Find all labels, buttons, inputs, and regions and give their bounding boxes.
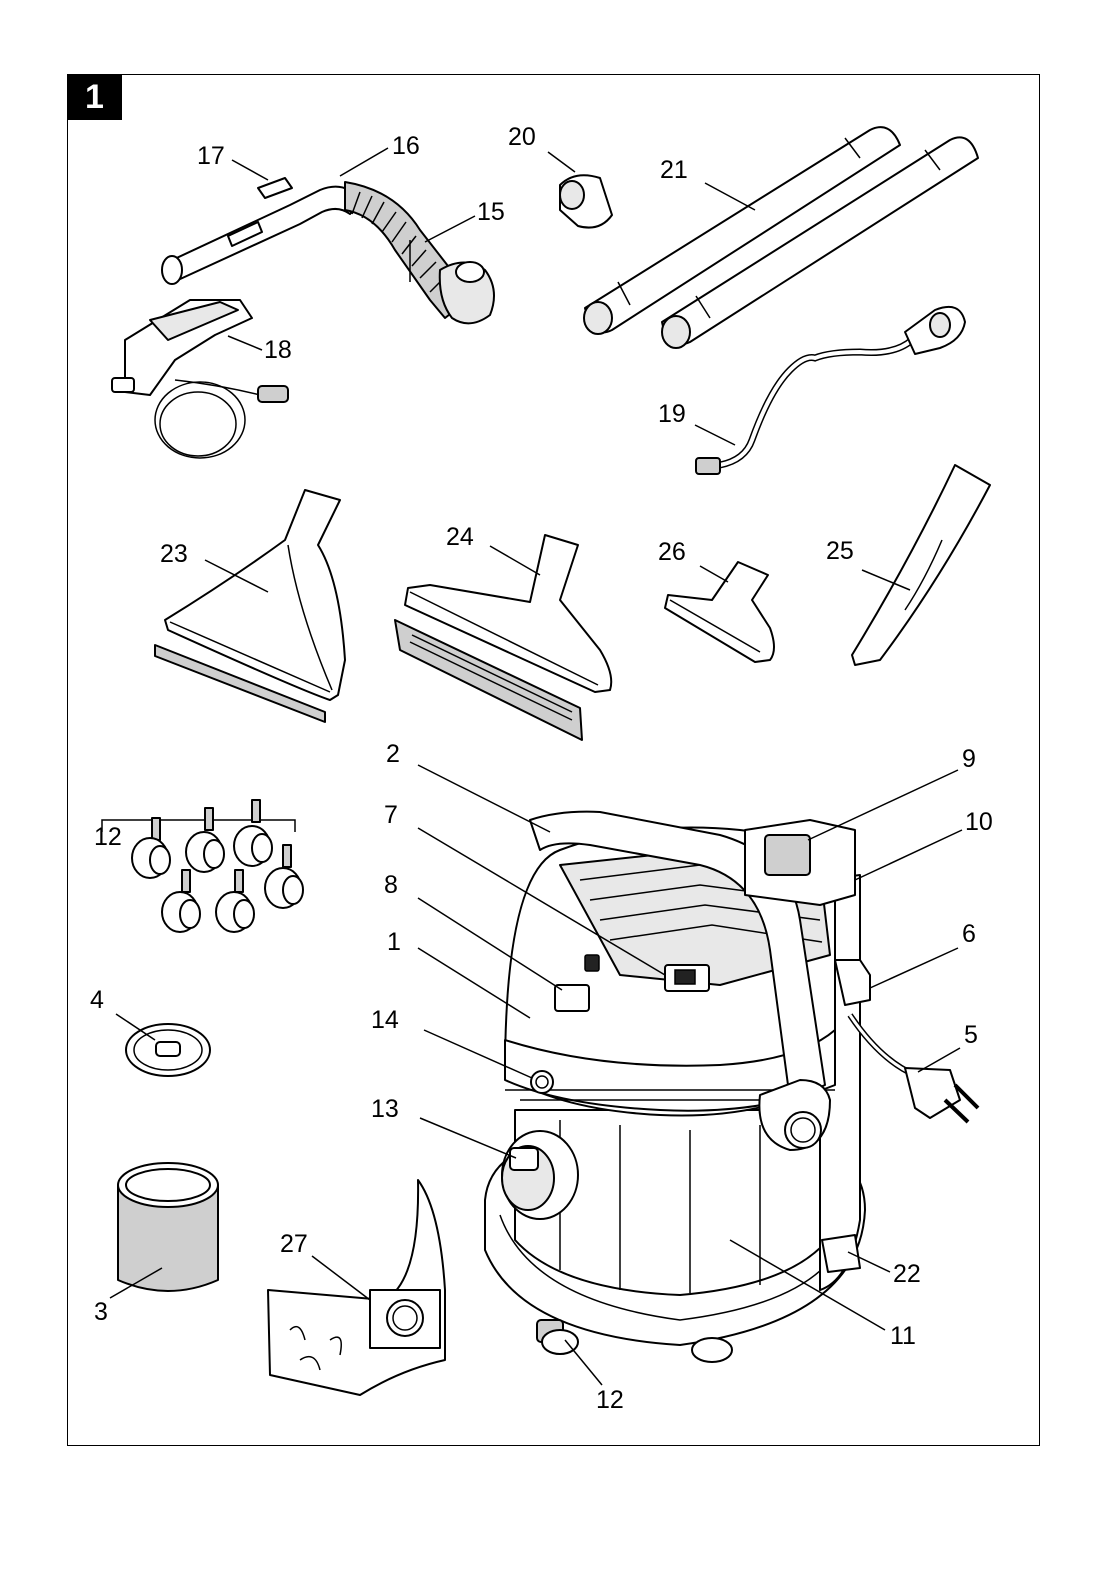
callout-25: 25	[826, 537, 854, 565]
label-13: 13	[371, 1095, 516, 1158]
label-15: 15	[425, 198, 505, 242]
castor-5	[216, 870, 254, 932]
part-20-clip: 20	[508, 123, 612, 228]
cartridge-filter-3: 3	[94, 1163, 218, 1326]
part-4-disc: 4	[90, 986, 210, 1076]
label-16: 16	[340, 132, 420, 176]
callout-4: 4	[90, 986, 104, 1014]
label-2: 2	[386, 740, 550, 832]
callout-20: 20	[508, 123, 536, 151]
upholstery-nozzle-26: 26	[658, 538, 774, 662]
callout-22: 22	[893, 1260, 921, 1288]
callout-9: 9	[962, 745, 976, 773]
callout-1: 1	[387, 928, 401, 956]
spray-nozzle-23: 23	[155, 490, 345, 722]
castor-4	[162, 870, 200, 932]
label-12-castor: 12	[565, 1340, 624, 1414]
callout-10: 10	[965, 808, 993, 836]
callout-15: 15	[477, 198, 505, 226]
callout-27: 27	[280, 1230, 308, 1258]
callout-19: 19	[658, 400, 686, 428]
label-17: 17	[197, 142, 268, 180]
callout-6: 6	[962, 920, 976, 948]
callout-12-base-castor: 12	[596, 1386, 624, 1414]
callout-13: 13	[371, 1095, 399, 1123]
callout-24: 24	[446, 523, 474, 551]
callout-5: 5	[964, 1021, 978, 1049]
spray-handle: 18	[112, 300, 292, 458]
callout-26: 26	[658, 538, 686, 566]
castor-3	[234, 800, 272, 866]
castor-2	[186, 808, 224, 872]
callout-16: 16	[392, 132, 420, 160]
floor-nozzle-24: 24	[395, 523, 611, 740]
callout-12-castor-set: 12	[94, 823, 122, 851]
callout-2: 2	[386, 740, 400, 768]
callout-23: 23	[160, 540, 188, 568]
callout-7: 7	[384, 801, 398, 829]
base-castor-front-right	[692, 1338, 732, 1362]
label-5: 5	[918, 1021, 978, 1072]
filter-bag-27: 27	[268, 1180, 445, 1395]
callout-21: 21	[660, 156, 688, 184]
callout-14: 14	[371, 1006, 399, 1034]
label-10: 10	[855, 808, 993, 880]
callout-8: 8	[384, 871, 398, 899]
callout-17: 17	[197, 142, 225, 170]
crevice-nozzle-25: 25	[826, 465, 990, 665]
castor-set: 12	[94, 800, 303, 932]
label-6: 6	[870, 920, 976, 988]
callout-11: 11	[890, 1322, 916, 1350]
castor-1	[132, 818, 170, 878]
callout-3: 3	[94, 1298, 108, 1326]
extension-tubes: 21	[584, 127, 978, 348]
callout-18: 18	[264, 336, 292, 364]
label-22: 22	[848, 1252, 921, 1288]
